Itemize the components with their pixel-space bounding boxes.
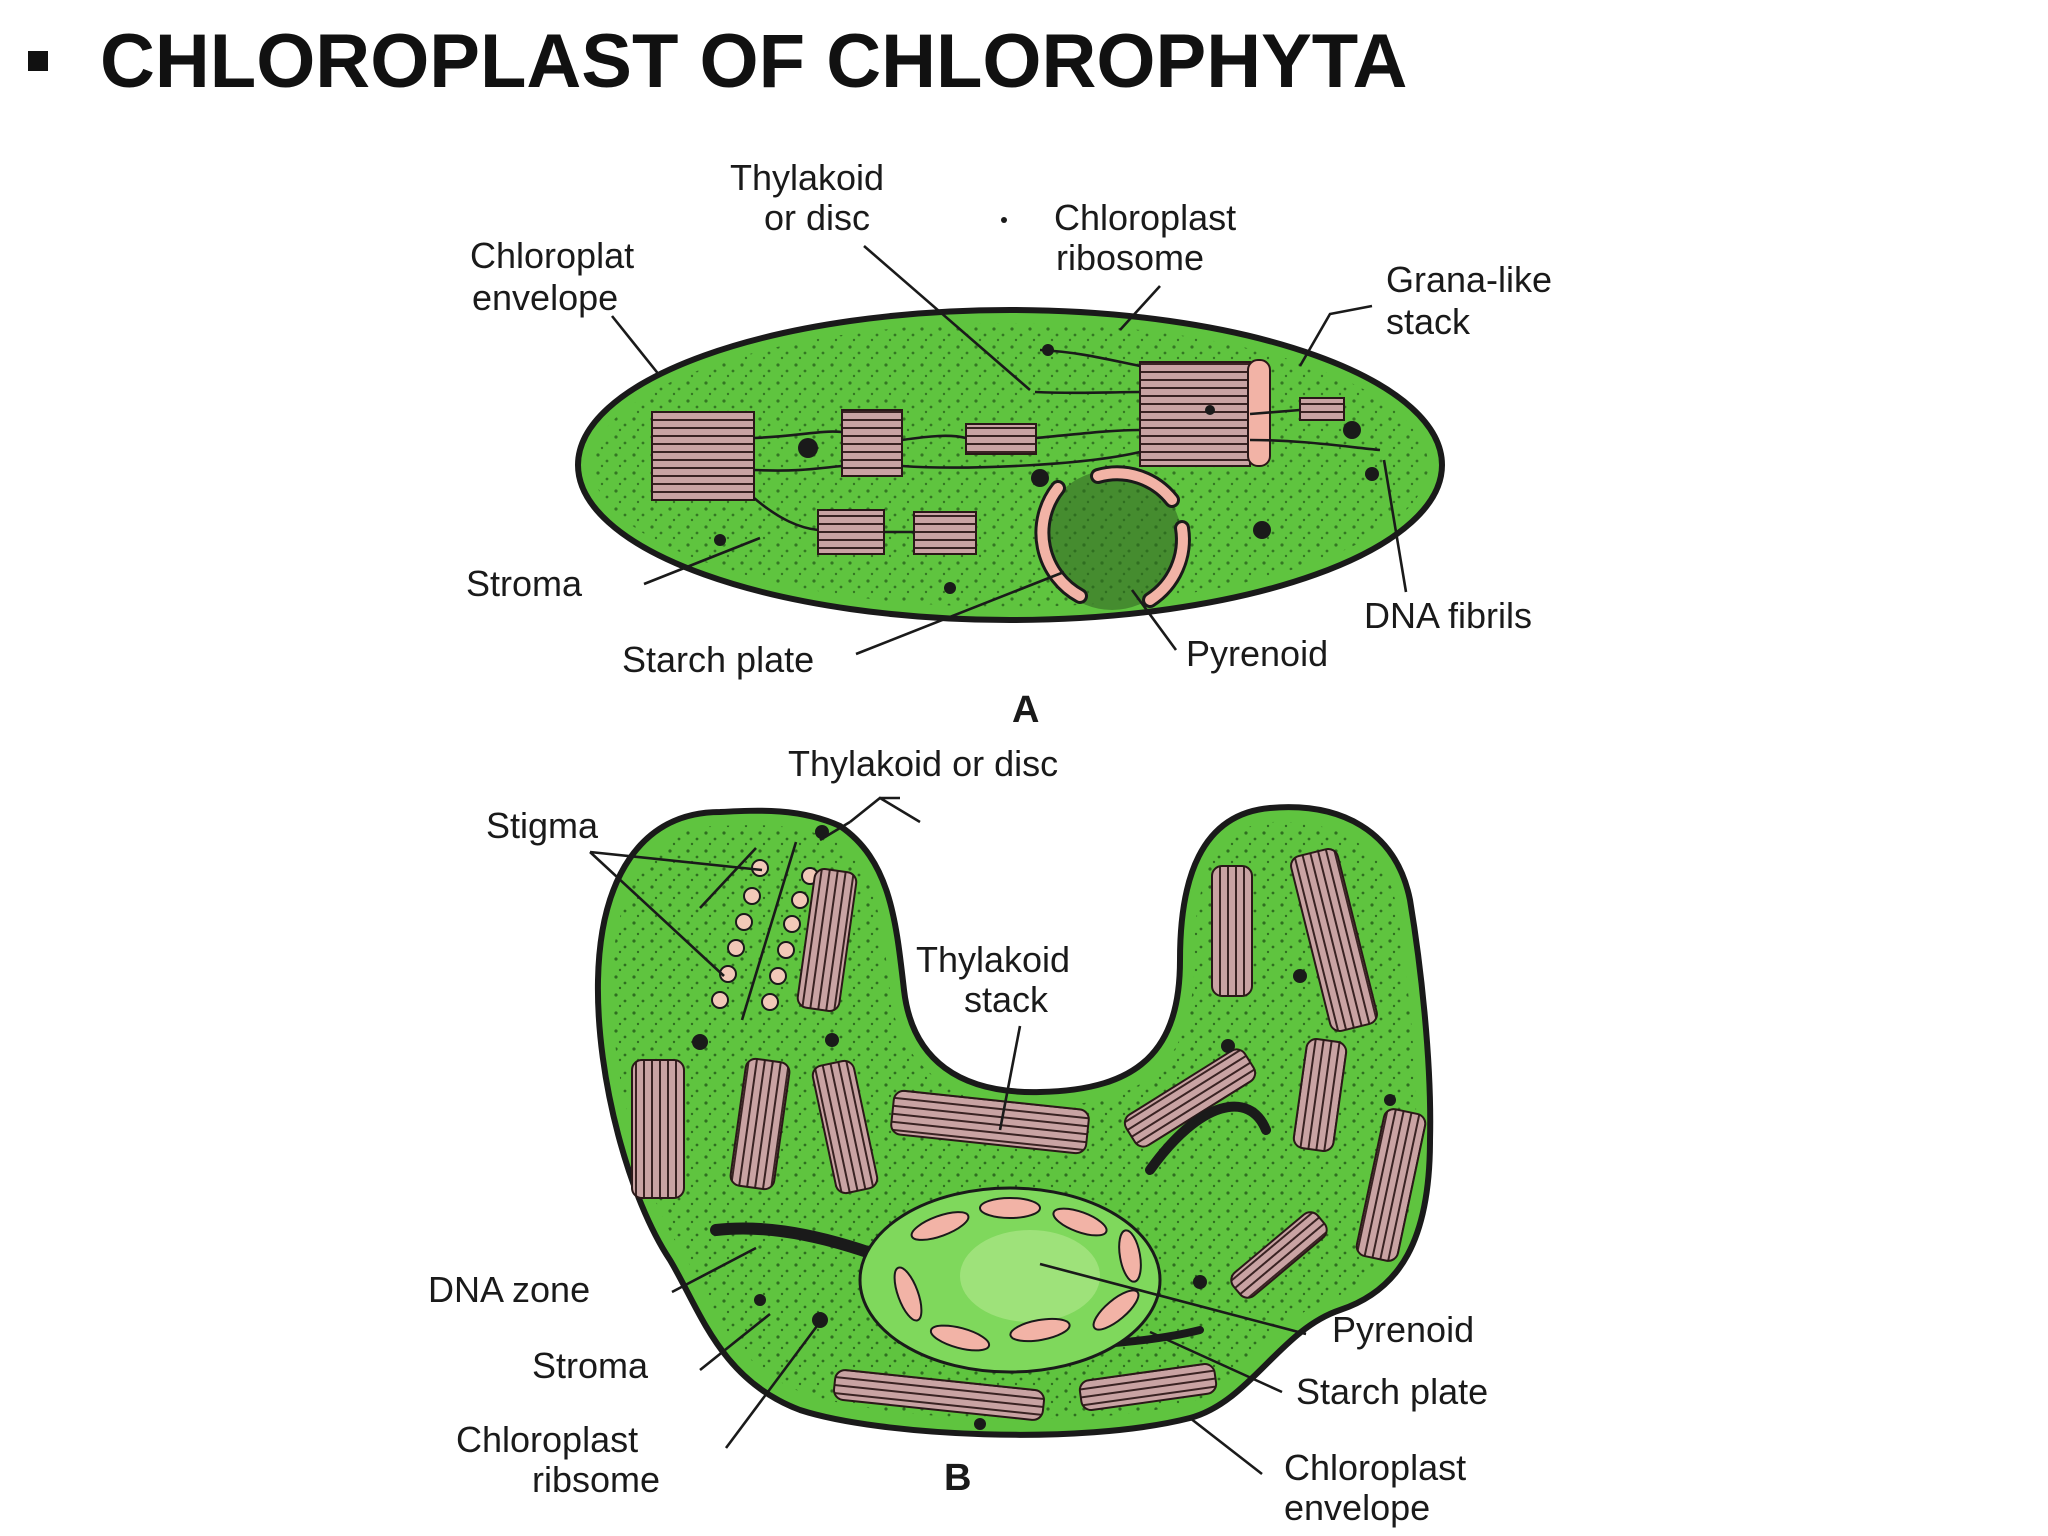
figure-a-dot-marker [1001, 217, 1007, 223]
figure-a-grana-stack-5 [817, 509, 885, 555]
figure-b-label-dna-zone: DNA zone [428, 1269, 590, 1310]
figure-b-ribosome-granules [692, 825, 1396, 1430]
figure-b-leader-stigma-1 [589, 850, 763, 872]
figure-b-stack-2 [631, 1059, 685, 1199]
figure-a-label-grana-2: stack [1386, 301, 1471, 342]
figure-b-label-pyrenoid: Pyrenoid [1332, 1309, 1474, 1350]
figure-b-label-ribosome-2: ribsome [532, 1459, 660, 1500]
figure-b-stigma-disc-2 [740, 841, 798, 1021]
figure-b-leader-starch [1149, 1330, 1283, 1394]
figure-a-pyrenoid-core [1050, 478, 1174, 602]
figure-b-lamella-2 [1145, 1101, 1271, 1175]
figure-b-label-stack-1: Thylakoid [916, 939, 1070, 980]
figure-a-ribosome-granules [714, 344, 1379, 594]
figure-b-stack-5 [890, 1089, 1090, 1155]
figure-a-label-stroma: Stroma [466, 563, 583, 604]
slide-title-text: CHLOROPLAST OF CHLOROPHYTA [100, 19, 1408, 104]
figure-a-grana-stack-2 [841, 409, 903, 477]
figure-a-grana-stack-1 [651, 411, 755, 501]
figure-b-leader-pyrenoid [1039, 1262, 1307, 1336]
figure-b: Thylakoid or disc Stigma Thylakoid stack… [428, 743, 1488, 1528]
figure-a-grana-stack-4 [1139, 361, 1251, 467]
figure-b-label-stack-2: stack [964, 979, 1049, 1020]
figure-a-lamella-5 [1249, 408, 1381, 452]
figure-a-leader-grana [1298, 304, 1373, 367]
figure-a-leader-stroma [643, 536, 761, 586]
figure-a-label-envelope-2: envelope [472, 277, 618, 318]
figure-a-label-ribosome-2: ribosome [1056, 237, 1204, 278]
figure-a-lamella-1 [753, 428, 1141, 442]
figure-a-grana-stack-6 [913, 511, 977, 555]
figure-b-stack-12 [1078, 1362, 1218, 1412]
figure-b-stigma-granules [711, 859, 819, 1011]
figure-b-leader-stack [998, 1025, 1022, 1131]
figure-a-leader-ribosome [1119, 285, 1161, 331]
figure-b-stigma-disc-1 [699, 847, 757, 909]
figure-b-label-thylakoid-disc: Thylakoid or disc [788, 743, 1058, 784]
figure-b-leader-stigma-2 [589, 851, 725, 977]
figure-a-label-grana-1: Grana-like [1386, 259, 1552, 300]
figure-a-lamella-2 [753, 450, 1141, 472]
figure-a-label-dna-fibrils: DNA fibrils [1364, 595, 1532, 636]
figure-b-label-envelope-2: envelope [1284, 1487, 1430, 1528]
figure-b-label-stroma: Stroma [532, 1345, 649, 1386]
figure-b-stack-1 [796, 868, 858, 1012]
figure-a-label-ribosome-1: Chloroplast [1054, 197, 1236, 238]
figure-b-stack-3 [729, 1057, 791, 1191]
figure-b-leader-thylakoid-disc [849, 796, 921, 824]
figure-a-label-pyrenoid: Pyrenoid [1186, 633, 1328, 674]
figure-a-leader-pyrenoid [1130, 589, 1178, 651]
figure-b-label-stigma: Stigma [486, 805, 599, 846]
figure-b-stack-13 [1230, 1211, 1328, 1299]
figure-b-stack-6 [1211, 865, 1253, 997]
figure-a-label-starch-plate: Starch plate [622, 639, 814, 680]
figure-b-stack-4 [811, 1059, 879, 1195]
figure-b-label-starch-plate: Starch plate [1296, 1371, 1488, 1412]
figure-a: Thylakoid or disc Chloroplast ribosome C… [466, 157, 1552, 731]
figure-a-leader-envelope [610, 315, 662, 377]
figure-a-caption: A [1012, 689, 1039, 731]
figure-a-lamella-4 [753, 497, 914, 534]
figure-b-stack-8 [1292, 1038, 1348, 1152]
figure-a-label-thylakoid-2: or disc [764, 197, 870, 238]
figure-b-leader-thylakoid-disc-2 [819, 820, 851, 842]
figure-a-label-thylakoid-1: Thylakoid [730, 157, 884, 198]
figure-b-caption: B [944, 1457, 971, 1499]
figure-b-leader-envelope [1189, 1416, 1263, 1476]
figure-a-label-envelope-1: Chloroplat [470, 235, 634, 276]
figure-b-pyrenoid-core [960, 1230, 1100, 1322]
figure-b-leader-ribosome [724, 1321, 822, 1449]
figure-b-stack-7 [1290, 847, 1378, 1033]
bullet-square-icon [28, 50, 48, 71]
figure-a-grana-stack-7 [1299, 397, 1345, 421]
figure-b-starch-plates [893, 1197, 1142, 1352]
figure-b-label-ribosome-1: Chloroplast [456, 1419, 638, 1460]
figure-b-leader-stroma [699, 1312, 771, 1372]
figure-a-grana-stack-3 [965, 423, 1037, 455]
figure-a-leader-starch [855, 570, 1065, 656]
figure-a-leader-dna [1382, 459, 1408, 593]
figure-b-leader-dna [671, 1246, 757, 1294]
figure-b-stack-9 [1355, 1108, 1427, 1262]
slide-title: CHLOROPLAST OF CHLOROPHYTA [28, 18, 1407, 105]
figure-b-label-envelope-1: Chloroplast [1284, 1447, 1466, 1488]
figure-b-stack-11 [832, 1369, 1046, 1421]
figure-a-leader-thylakoid [863, 245, 1031, 391]
